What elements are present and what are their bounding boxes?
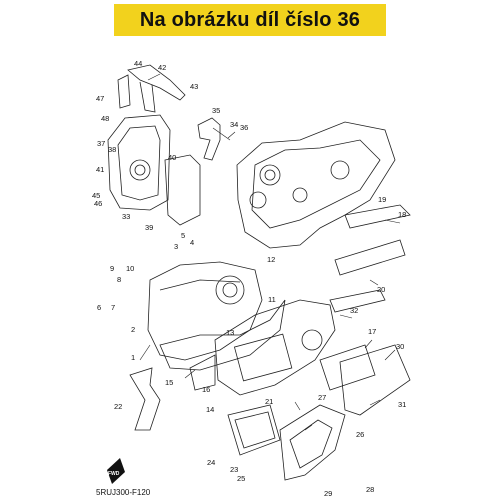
part-label-16: 16 [202, 385, 210, 394]
part-label-41: 41 [96, 165, 104, 174]
part-label-46: 46 [94, 199, 102, 208]
part-label-37: 37 [97, 139, 105, 148]
part-label-33: 33 [122, 212, 130, 221]
svg-text:FWD: FWD [108, 471, 120, 477]
part-number-banner: Na obrázku díl číslo 36 [114, 4, 386, 36]
part-label-5: 5 [181, 231, 185, 240]
part-label-11: 11 [268, 295, 276, 304]
part-label-22: 22 [114, 402, 122, 411]
part-label-21: 21 [265, 397, 273, 406]
forward-arrow-icon: FWD [107, 458, 125, 484]
part-label-35: 35 [212, 106, 220, 115]
part-label-38: 38 [108, 145, 116, 154]
part-label-44: 44 [134, 59, 142, 68]
side-cover-part [107, 114, 171, 211]
part-label-15: 15 [165, 378, 173, 387]
part-label-23: 23 [230, 465, 238, 474]
part-label-6: 6 [97, 303, 101, 312]
part-label-24: 24 [207, 458, 215, 467]
crankcase-cover-part [147, 261, 263, 361]
part-label-34: 34 [230, 120, 238, 129]
air-filter-part [227, 404, 281, 456]
part-label-36: 36 [240, 123, 248, 132]
part-label-18: 18 [398, 210, 406, 219]
crankcase-part [236, 121, 396, 249]
part-label-9: 9 [110, 264, 114, 273]
part-label-31: 31 [398, 400, 406, 409]
part-label-10: 10 [126, 264, 134, 273]
part-label-12: 12 [267, 255, 275, 264]
part-label-13: 13 [226, 328, 234, 337]
transmission-cover-part [214, 299, 336, 396]
banner-text: Na obrázku díl číslo 36 [139, 8, 361, 31]
part-label-28: 28 [366, 485, 374, 494]
part-label-25: 25 [237, 474, 245, 483]
part-label-14: 14 [206, 405, 214, 414]
part-label-4: 4 [190, 238, 194, 247]
part-label-32: 32 [350, 306, 358, 315]
part-label-47: 47 [96, 94, 104, 103]
part-label-29: 29 [324, 489, 332, 498]
part-label-20: 20 [377, 285, 385, 294]
part-label-8: 8 [117, 275, 121, 284]
part-label-30: 30 [396, 342, 404, 351]
part-label-39: 39 [145, 223, 153, 232]
part-label-19: 19 [378, 195, 386, 204]
part-label-45: 45 [92, 191, 100, 200]
part-label-42: 42 [158, 63, 166, 72]
part-label-2: 2 [131, 325, 135, 334]
part-label-7: 7 [111, 303, 115, 312]
part-label-43: 43 [190, 82, 198, 91]
part-label-17: 17 [368, 327, 376, 336]
drawing-code: 5RUJ300-F120 [96, 488, 151, 497]
part-label-26: 26 [356, 430, 364, 439]
part-label-1: 1 [131, 353, 135, 362]
part-label-3: 3 [174, 242, 178, 251]
part-label-27: 27 [318, 393, 326, 402]
part-label-48: 48 [101, 114, 109, 123]
part-label-40: 40 [168, 153, 176, 162]
